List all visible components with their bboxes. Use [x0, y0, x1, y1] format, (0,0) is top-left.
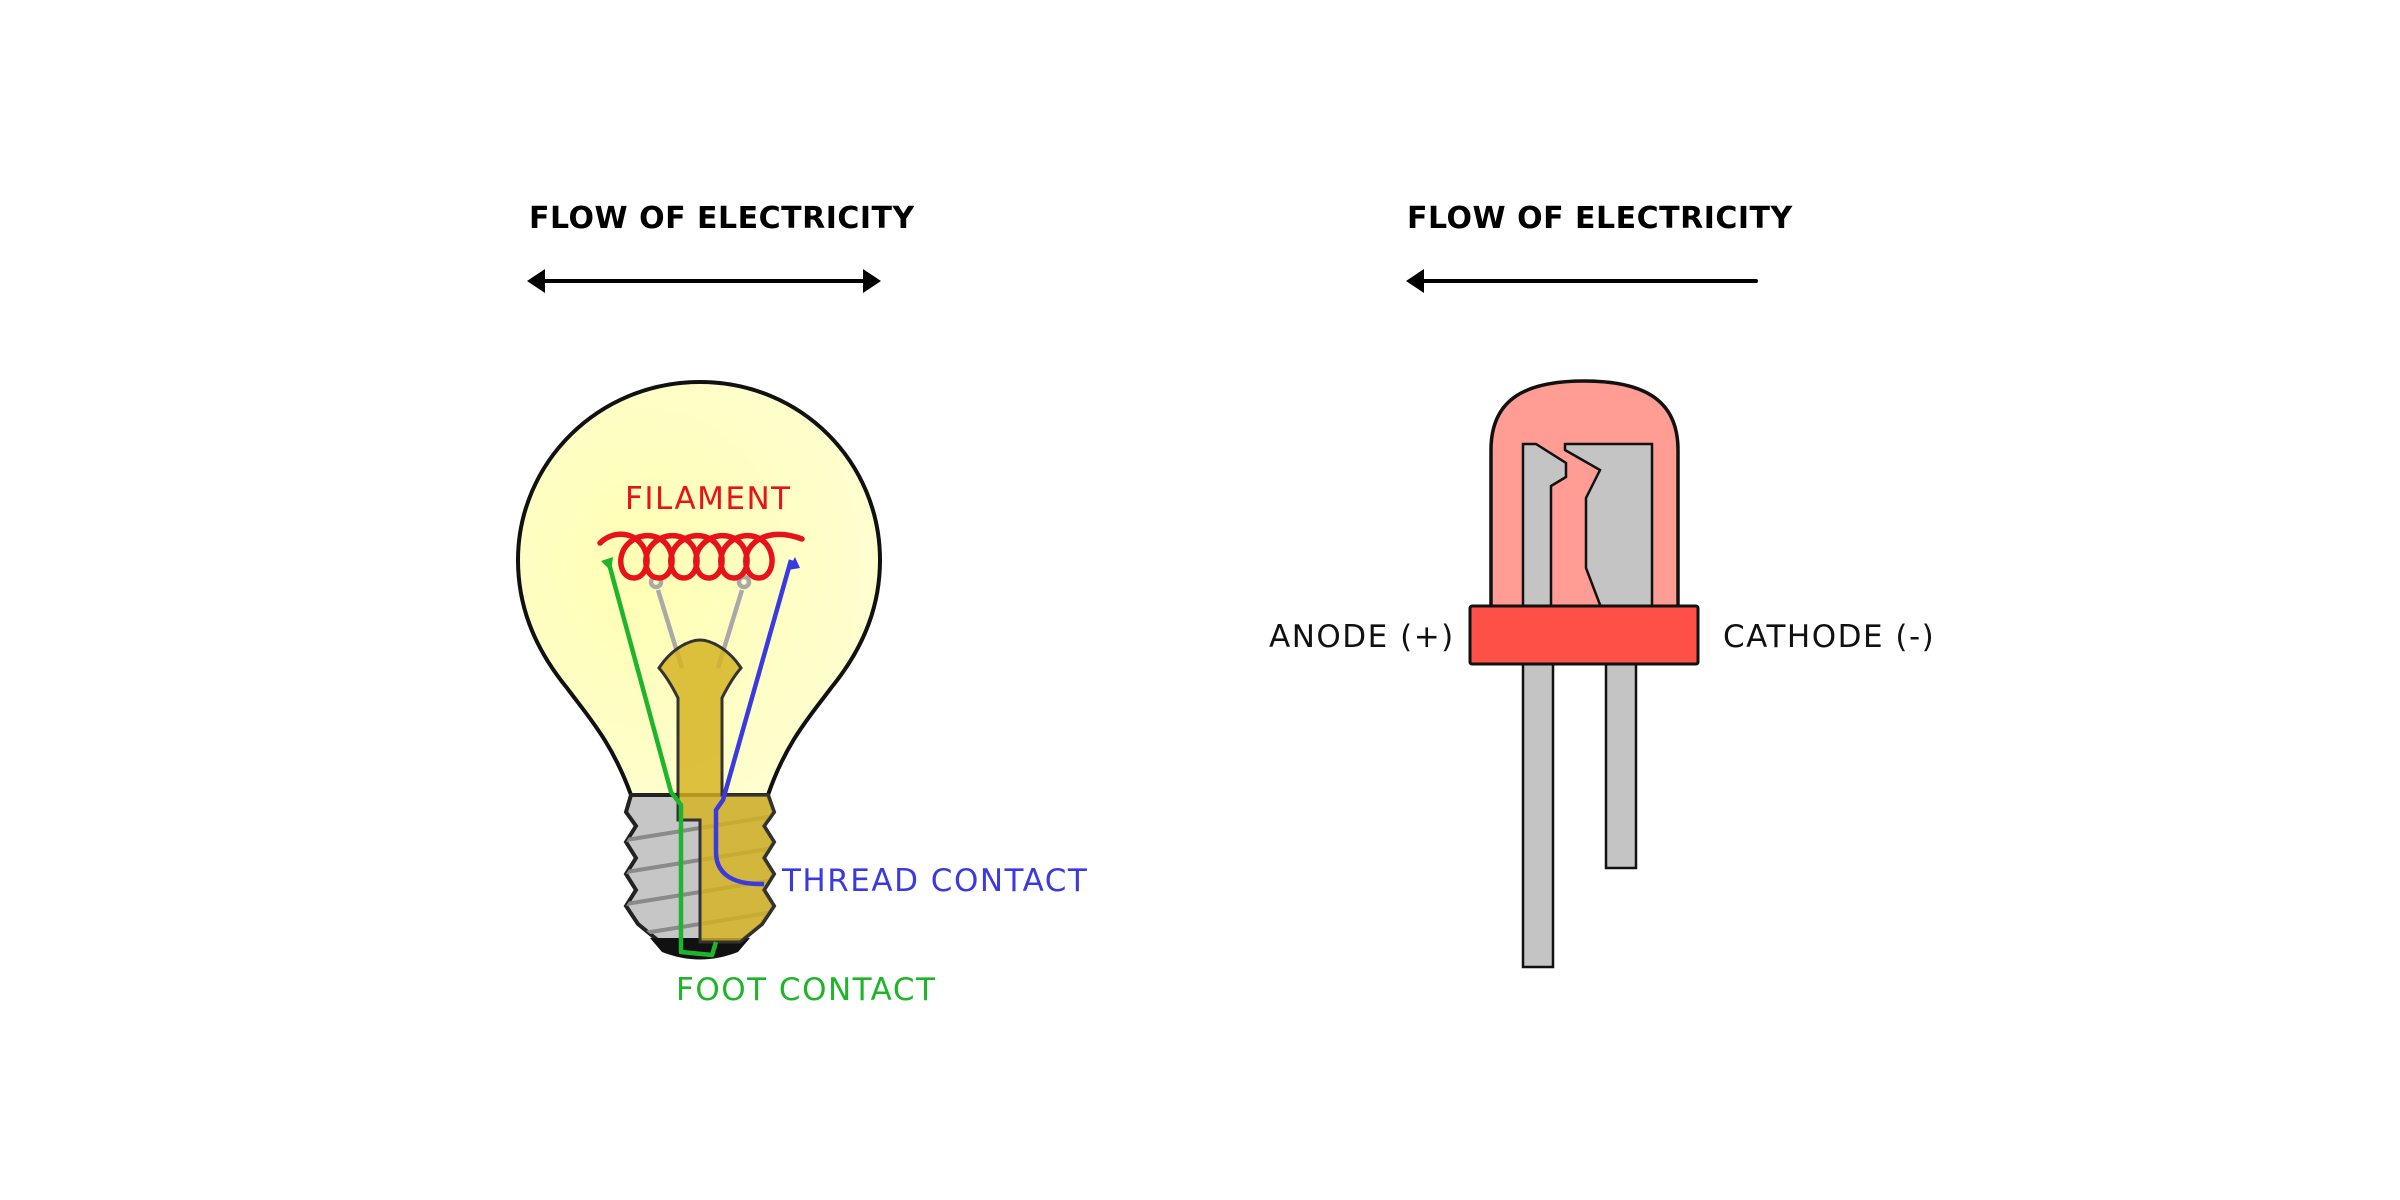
bulb-stem [657, 638, 776, 944]
foot-contact-wire [605, 559, 719, 958]
bulb-glass [515, 379, 883, 797]
filament-label: FILAMENT [625, 481, 792, 517]
left-arrow-icon [1406, 269, 1758, 293]
anode-label: ANODE (+) [1269, 619, 1455, 655]
bidirectional-arrow-icon [527, 269, 881, 293]
led-rim [1468, 604, 1700, 666]
cathode-label: CATHODE (-) [1723, 619, 1935, 655]
led-diagram: FLOW OF ELECTRICITY ANODE (+) CATHODE (-… [1269, 201, 1935, 969]
foot-contact-label: FOOT CONTACT [676, 972, 936, 1008]
anode-post [1521, 442, 1568, 612]
thread-contact-label: THREAD CONTACT [781, 863, 1088, 899]
cathode-anvil [1563, 442, 1654, 612]
bulb-diagram: FLOW OF ELECTRICITY [515, 201, 1088, 1008]
anode-lead [1521, 653, 1555, 969]
cathode-lead [1604, 653, 1638, 870]
filament-coil [597, 531, 805, 581]
led-flow-heading: FLOW OF ELECTRICITY [1407, 201, 1794, 236]
bulb-flow-heading: FLOW OF ELECTRICITY [529, 201, 916, 236]
thread-contact-wire [713, 559, 794, 887]
